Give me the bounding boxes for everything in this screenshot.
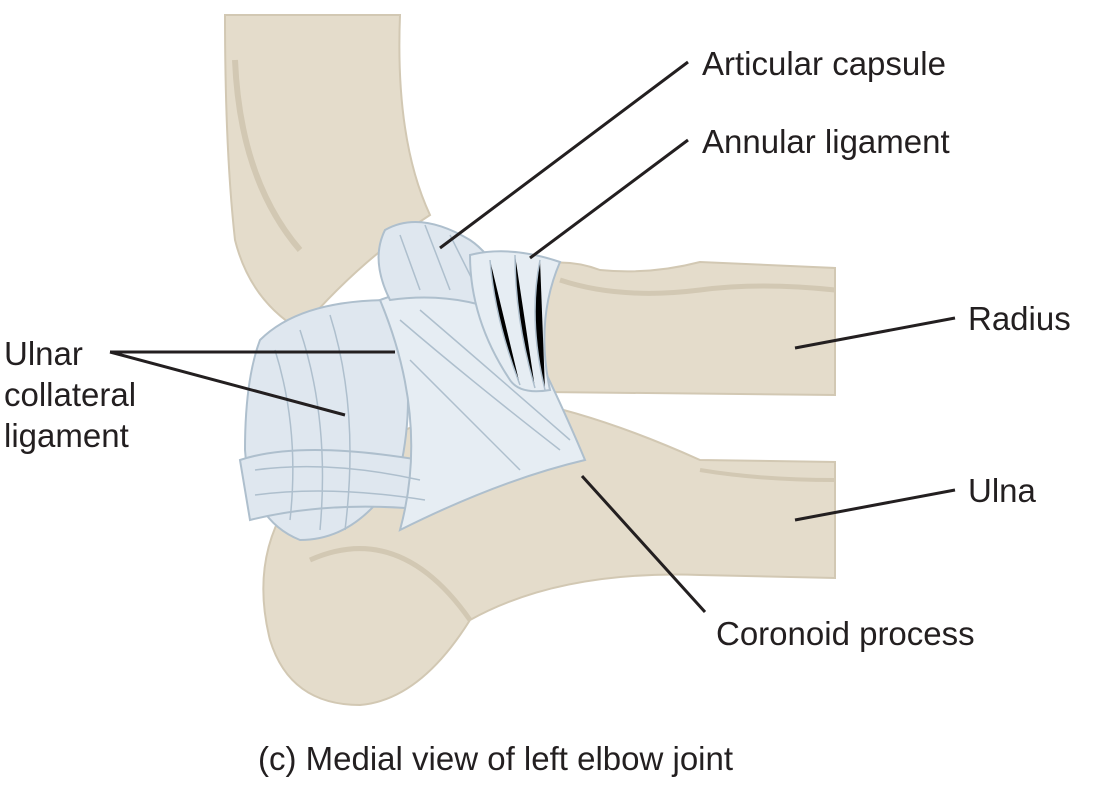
- label-articular-capsule: Articular capsule: [702, 45, 946, 82]
- leader-ulna: [794, 488, 956, 522]
- label-coronoid-process: Coronoid process: [716, 615, 975, 652]
- leader-radius: [794, 316, 956, 350]
- label-radius: Radius: [968, 300, 1071, 337]
- leader-articular-capsule: [439, 60, 689, 250]
- label-ulna: Ulna: [968, 472, 1037, 509]
- leader-ulnar-collateral-2: [109, 350, 346, 417]
- figure-caption: (c) Medial view of left elbow joint: [258, 740, 733, 777]
- label-ulnar-line3: ligament: [4, 417, 129, 454]
- label-annular-ligament: Annular ligament: [702, 123, 950, 160]
- label-ulnar-line1: Ulnar: [4, 335, 83, 372]
- label-ulnar-line2: collateral: [4, 376, 136, 413]
- leader-annular-ligament: [529, 138, 689, 260]
- leader-coronoid-process: [580, 474, 707, 614]
